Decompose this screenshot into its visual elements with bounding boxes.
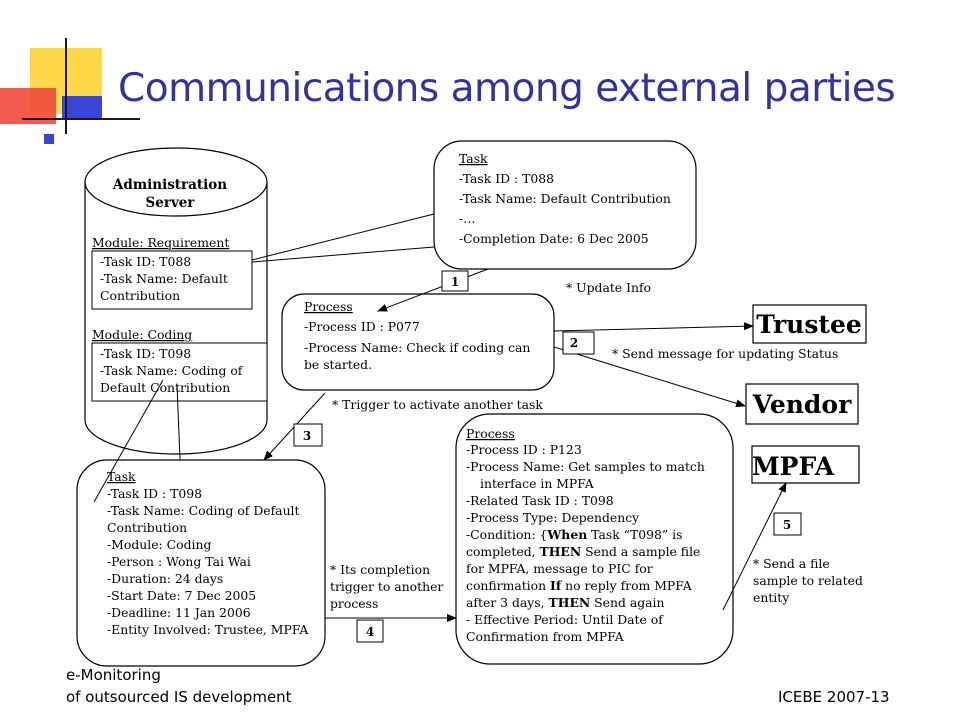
footer-right: ICEBE 2007-13	[778, 688, 890, 706]
task-t098-line: -Task ID : T098	[107, 486, 202, 501]
task-t088-box: Task -Task ID : T088 -Task Name: Default…	[433, 140, 697, 270]
administration-server: Administration Server Module: Requiremen…	[84, 147, 268, 455]
module1-line: -Task Name: Default	[100, 271, 228, 286]
server-title-line2: Server	[146, 195, 196, 211]
task-t098-line: Contribution	[107, 520, 187, 535]
entity-trustee: Trustee	[752, 304, 867, 344]
svg-text:3: 3	[303, 429, 311, 443]
process-p123-condition-5: after 3 days, THEN Send again	[466, 595, 665, 610]
connector-module2-to-task-t098-right	[176, 383, 181, 461]
process-p123-condition-4: confirmation If no reply from MPFA	[466, 578, 693, 593]
svg-text:5: 5	[783, 518, 791, 532]
task-t098-heading: Task	[107, 469, 136, 484]
process-p123-line: -Process Type: Dependency	[466, 510, 639, 525]
annotation-completion: trigger to another	[330, 579, 443, 594]
process-p123-line: - Effective Period: Until Date of	[466, 612, 664, 627]
process-p077-box: Process -Process ID : P077 -Process Name…	[281, 293, 555, 391]
module-coding-label: Module: Coding	[92, 327, 192, 342]
task-t098-box: Task -Task ID : T098 -Task Name: Coding …	[76, 459, 326, 667]
annotation-send-file: * Send a file	[753, 556, 830, 571]
task-t098-line: -Entity Involved: Trustee, MPFA	[107, 622, 309, 637]
annotation-send-file: entity	[753, 590, 789, 605]
arrow-step2-to-trustee	[553, 322, 754, 332]
process-p123-box: Process -Process ID : P123 -Process Name…	[455, 413, 734, 665]
process-p077-line: be started.	[304, 357, 372, 372]
annotation-update-info: * Update Info	[566, 280, 651, 295]
task-t098-line: -Person : Wong Tai Wai	[107, 554, 251, 569]
process-p123-line: -Process ID : P123	[466, 442, 582, 457]
task-t088-line: -…	[459, 211, 476, 226]
step-5: 5	[773, 512, 802, 536]
process-p077-line: -Process ID : P077	[304, 319, 420, 334]
arrow-step1-to-process-p077	[377, 268, 489, 312]
process-p123-condition-2: completed, THEN Send a sample file	[466, 544, 700, 559]
footer-left-line2: of outsourced IS development	[66, 688, 292, 706]
connector-module1-to-task-t088-lower	[251, 246, 435, 263]
annotation-send-message: * Send message for updating Status	[612, 346, 838, 361]
annotation-completion: process	[330, 596, 378, 611]
module-requirement-label: Module: Requirement	[92, 235, 229, 250]
module1-line: Contribution	[100, 288, 180, 303]
process-p123-heading: Process	[466, 426, 515, 441]
annotation-send-file: sample to related	[753, 573, 863, 588]
step-4: 4	[356, 619, 384, 643]
svg-text:4: 4	[366, 625, 374, 639]
task-t088-line: -Completion Date: 6 Dec 2005	[459, 231, 649, 246]
arrow-step5-to-mpfa	[722, 482, 787, 611]
footer-left-line1: e-Monitoring	[66, 666, 161, 684]
process-p077-heading: Process	[304, 299, 353, 314]
task-t088-line: -Task Name: Default Contribution	[459, 191, 671, 206]
connector-module2-to-task-t098-left	[93, 379, 164, 503]
module2-line: -Task Name: Coding of	[100, 363, 244, 378]
step-2: 2	[562, 331, 595, 355]
task-t098-line: -Deadline: 11 Jan 2006	[107, 605, 251, 620]
module2-line: Default Contribution	[100, 380, 230, 395]
svg-text:Trustee: Trustee	[756, 310, 862, 339]
arrow-step2-to-vendor	[553, 346, 746, 408]
task-t088-heading: Task	[459, 151, 488, 166]
task-t098-line: -Duration: 24 days	[107, 571, 223, 586]
svg-text:Vendor: Vendor	[752, 390, 852, 419]
deco-blue-square	[62, 96, 102, 118]
step-1: 1	[441, 270, 469, 292]
entity-mpfa: MPFA	[751, 445, 860, 484]
annotation-completion: * Its completion	[330, 562, 430, 577]
process-p123-line: -Related Task ID : T098	[466, 493, 614, 508]
svg-text:1: 1	[451, 275, 459, 289]
svg-text:2: 2	[570, 336, 578, 350]
deco-horizontal-line	[22, 118, 140, 120]
module1-line: -Task ID: T088	[100, 254, 191, 269]
process-p123-line: interface in MPFA	[480, 476, 595, 491]
task-t098-line: -Task Name: Coding of Default	[107, 503, 300, 518]
connector-module1-to-task-t088	[251, 213, 435, 261]
process-p123-line: Confirmation from MPFA	[466, 629, 625, 644]
process-p123-line: -Process Name: Get samples to match	[466, 459, 705, 474]
task-t098-line: -Start Date: 7 Dec 2005	[107, 588, 256, 603]
entity-vendor: Vendor	[745, 383, 859, 425]
step-3: 3	[293, 423, 323, 447]
server-title-line1: Administration	[112, 177, 227, 193]
svg-text:MPFA: MPFA	[752, 452, 835, 481]
process-p123-condition-1: -Condition: {When Task “T098” is	[466, 527, 683, 542]
deco-blue-small-square	[44, 134, 54, 144]
deco-vertical-line	[65, 38, 67, 134]
process-p123-condition-3: for MPFA, message to PIC for	[466, 561, 653, 576]
task-t098-line: -Module: Coding	[107, 537, 211, 552]
slide-title: Communications among external parties	[118, 66, 896, 111]
annotation-trigger: * Trigger to activate another task	[332, 397, 543, 412]
module2-line: -Task ID: T098	[100, 346, 191, 361]
process-p077-line: -Process Name: Check if coding can	[304, 340, 530, 355]
task-t088-line: -Task ID : T088	[459, 171, 554, 186]
